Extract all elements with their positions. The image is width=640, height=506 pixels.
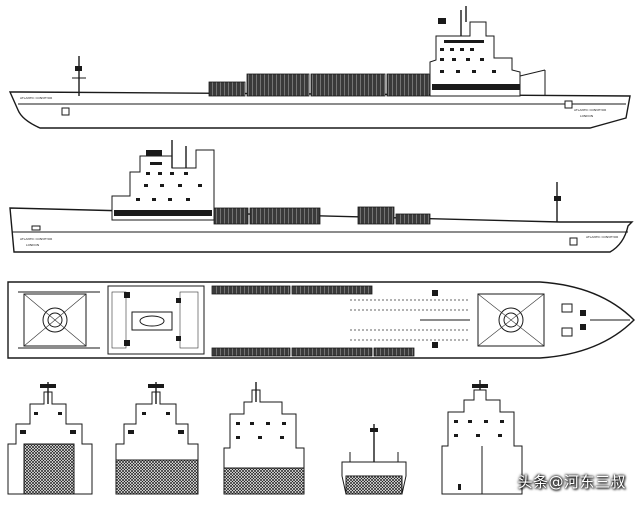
side-profile-port: ATLANTIC CONVEYOR LONDON ATLANTIC CONVEY… [9, 140, 634, 253]
port-label-port-stern: LONDON [26, 243, 39, 247]
hull-outline-port [9, 207, 634, 253]
cross-section-1 [7, 382, 93, 495]
cross-section-2 [115, 382, 199, 495]
hull-outline [8, 91, 631, 129]
cross-section-3 [223, 382, 305, 495]
cross-section-5 [441, 380, 523, 495]
ship-name-label-bow: ATLANTIC CONVEYOR [20, 96, 52, 100]
ship-name-label-port-stern: ATLANTIC CONVEYOR [20, 237, 52, 241]
ship-name-label-stern: ATLANTIC CONVEYOR [574, 108, 606, 112]
port-label-stern: LONDON [580, 114, 593, 118]
watermark: 头条@河东三叔 [517, 473, 626, 491]
ship-name-label-port-bow: ATLANTIC CONVEYOR [586, 235, 618, 239]
side-profile-starboard: ATLANTIC CONVEYOR ATLANTIC CONVEYOR LOND… [8, 6, 631, 129]
deck-plan-view [7, 281, 635, 359]
cross-section-4 [341, 424, 407, 495]
deck-outline [7, 281, 635, 359]
